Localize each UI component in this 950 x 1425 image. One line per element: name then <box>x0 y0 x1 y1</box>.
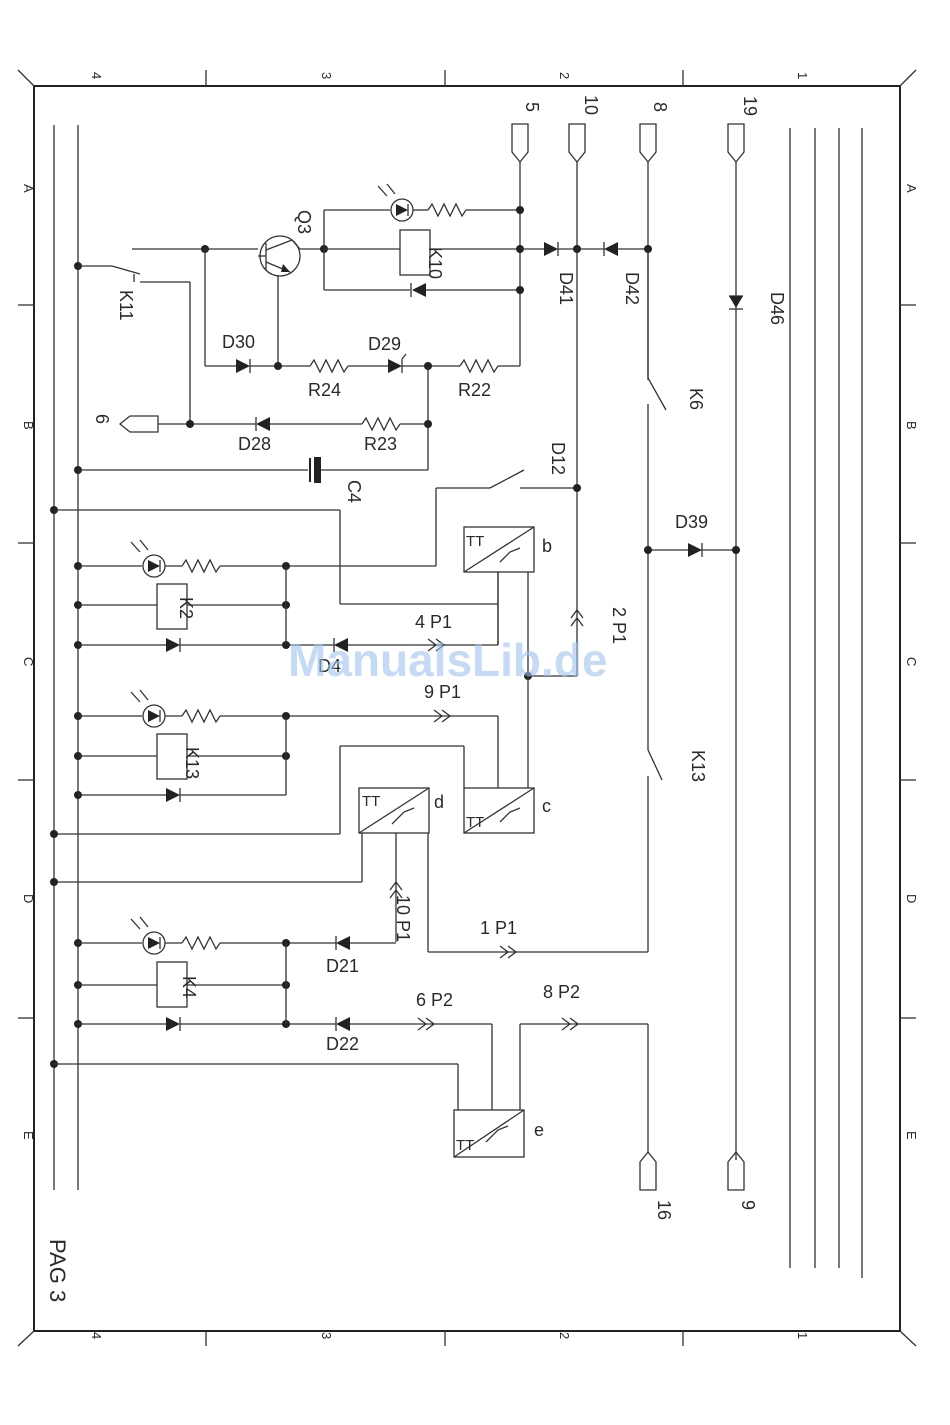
connector-6: 6 <box>92 414 158 432</box>
row-label-e-left: E <box>21 1131 36 1140</box>
d22-label: D22 <box>326 1034 359 1054</box>
page-label: PAG 3 <box>45 1239 70 1302</box>
connector-10: 10 <box>569 95 601 162</box>
r24-label: R24 <box>308 380 341 400</box>
block-d-tt: TT <box>362 793 380 810</box>
block-e-label: e <box>534 1120 544 1140</box>
k13-label: K13 <box>182 747 202 779</box>
d30-label: D30 <box>222 332 255 352</box>
connector-5-label: 5 <box>522 102 542 112</box>
col-label-3-top: 3 <box>319 72 334 79</box>
row-label-d-right: D <box>904 894 919 903</box>
d29-label: D29 <box>368 334 401 354</box>
row-label-b-left: B <box>21 421 36 430</box>
connector-6-label: 6 <box>92 414 112 424</box>
ref-2p1: 2 P1 <box>609 607 629 644</box>
right-rails <box>790 128 862 1278</box>
d21-label: D21 <box>326 956 359 976</box>
k4-label: K4 <box>179 976 199 998</box>
k2-label: K2 <box>176 597 196 619</box>
ref-8p2: 8 P2 <box>543 982 580 1002</box>
d42-label: D42 <box>622 272 642 305</box>
row-label-c-right: C <box>904 657 919 666</box>
col-label-1-top: 1 <box>795 72 810 79</box>
block-b-label: b <box>542 536 552 556</box>
k11-label: K11 <box>116 290 136 321</box>
row-label-d-left: D <box>21 894 36 903</box>
row-label-c-left: C <box>21 657 36 666</box>
d41-label: D41 <box>556 272 576 305</box>
block-c-label: c <box>542 796 551 816</box>
connector-16: 16 <box>640 1152 674 1220</box>
row-label-b-right: B <box>904 421 919 430</box>
connector-9-label: 9 <box>738 1200 758 1210</box>
left-rails <box>54 125 78 1190</box>
col-label-1-bottom: 1 <box>795 1332 810 1339</box>
k10-label: K10 <box>425 247 445 279</box>
ref-6p2: 6 P2 <box>416 990 453 1010</box>
connector-5: 5 <box>512 102 542 162</box>
row-label-a-left: A <box>21 184 36 193</box>
d46-label: D46 <box>767 292 787 325</box>
col-label-4-bottom: 4 <box>89 1332 104 1339</box>
ref-1p1: 1 P1 <box>480 918 517 938</box>
col-label-2-top: 2 <box>557 72 572 79</box>
connector-9: 9 <box>728 1152 758 1210</box>
col-label-2-bottom: 2 <box>557 1332 572 1339</box>
q3-label: Q3 <box>294 210 314 234</box>
block-e-tt: TT <box>456 1137 474 1154</box>
d12-label: D12 <box>548 442 568 475</box>
watermark: ManualsLib.de <box>288 634 607 686</box>
d39-label: D39 <box>675 512 708 532</box>
block-d-label: d <box>434 792 444 812</box>
row-label-a-right: A <box>904 184 919 193</box>
k6-label: K6 <box>686 388 706 410</box>
r22-label: R22 <box>458 380 491 400</box>
c4-label: C4 <box>344 480 364 503</box>
ref-4p1: 4 P1 <box>415 612 452 632</box>
connector-16-label: 16 <box>654 1200 674 1220</box>
connector-10-label: 10 <box>581 95 601 115</box>
block-b-tt: TT <box>466 533 484 550</box>
col-label-4-top: 4 <box>89 72 104 79</box>
k13-switch-label: K13 <box>688 750 708 782</box>
connector-8-label: 8 <box>650 102 670 112</box>
col-label-3-bottom: 3 <box>319 1332 334 1339</box>
block-c-tt: TT <box>466 814 484 831</box>
connector-19-label: 19 <box>740 96 760 116</box>
connector-8: 8 <box>640 102 670 162</box>
row-label-e-right: E <box>904 1131 919 1140</box>
d28-label: D28 <box>238 434 271 454</box>
r23-label: R23 <box>364 434 397 454</box>
column-ruler: 4 3 2 1 4 3 2 1 <box>89 70 810 1346</box>
connector-19: 19 <box>728 96 760 162</box>
ref-10p1: 10 P1 <box>393 895 413 942</box>
